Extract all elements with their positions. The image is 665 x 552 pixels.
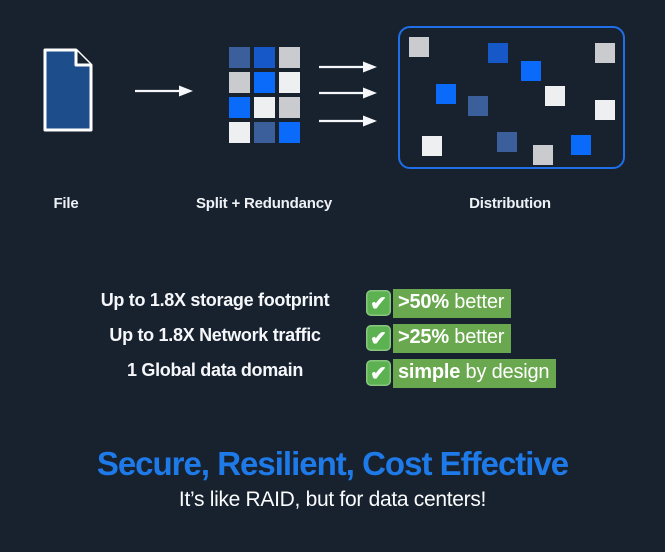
arrow-right-icon [318, 60, 378, 79]
scatter-square [595, 43, 615, 63]
arrow-right-icon [318, 114, 378, 133]
grid-cell [279, 97, 300, 118]
grid-cell [254, 72, 275, 93]
split-grid [229, 47, 300, 143]
grid-cell [229, 122, 250, 143]
file-icon [42, 47, 94, 138]
grid-cell [254, 47, 275, 68]
file-label: File [53, 195, 79, 212]
benefit-text-rest: better [448, 290, 505, 313]
benefit-text-rest: by design [460, 360, 550, 383]
scatter-square [468, 96, 488, 116]
benefit-text: simple by design [393, 358, 557, 388]
benefit-text-strong: >25% [398, 325, 449, 348]
scatter-square [571, 135, 591, 155]
grid-cell [229, 47, 250, 68]
scatter-square [488, 43, 508, 63]
scatter-square [595, 100, 615, 120]
distribution-label: Distribution [469, 195, 551, 212]
grid-cell [229, 97, 250, 118]
benefit-text-rest: better [448, 325, 505, 348]
grid-cell [279, 72, 300, 93]
grid-cell [254, 122, 275, 143]
scatter-square [521, 61, 541, 81]
check-icon: ✔ [366, 325, 391, 351]
scatter-square [497, 132, 517, 152]
split-redundancy-label: Split + Redundancy [195, 195, 332, 212]
arrow-right-icon [134, 84, 194, 103]
benefit-badge: ✔ >25% better [366, 322, 512, 354]
grid-cell [279, 122, 300, 143]
check-icon: ✔ [366, 290, 391, 316]
grid-cell [254, 97, 275, 118]
grid-cell [229, 72, 250, 93]
benefit-text-strong: >50% [398, 290, 449, 313]
distribution-box [398, 26, 625, 169]
comparison-row-storage: Up to 1.8X storage footprint ✔ >50% bett… [0, 287, 665, 319]
headline: Secure, Resilient, Cost Effective [96, 445, 569, 482]
check-icon: ✔ [366, 360, 391, 386]
comparison-row-domain: 1 Global data domain ✔ simple by design [0, 357, 665, 389]
arrow-right-icon [318, 86, 378, 105]
benefit-badge: ✔ >50% better [366, 287, 512, 319]
benefit-text: >50% better [393, 288, 512, 318]
grid-cell [279, 47, 300, 68]
scatter-square [422, 136, 442, 156]
metric-label: Up to 1.8X storage footprint [100, 290, 330, 310]
benefit-text-strong: simple [398, 360, 461, 383]
scatter-square [409, 37, 429, 57]
subtitle: It’s like RAID, but for data centers! [178, 488, 487, 511]
metric-label: 1 Global data domain [126, 360, 304, 380]
scatter-square [436, 84, 456, 104]
scatter-square [545, 86, 565, 106]
benefit-text: >25% better [393, 323, 512, 353]
comparison-row-network: Up to 1.8X Network traffic ✔ >25% better [0, 322, 665, 354]
scatter-square [533, 145, 553, 165]
benefit-badge: ✔ simple by design [366, 357, 557, 389]
metric-label: Up to 1.8X Network traffic [109, 325, 321, 345]
